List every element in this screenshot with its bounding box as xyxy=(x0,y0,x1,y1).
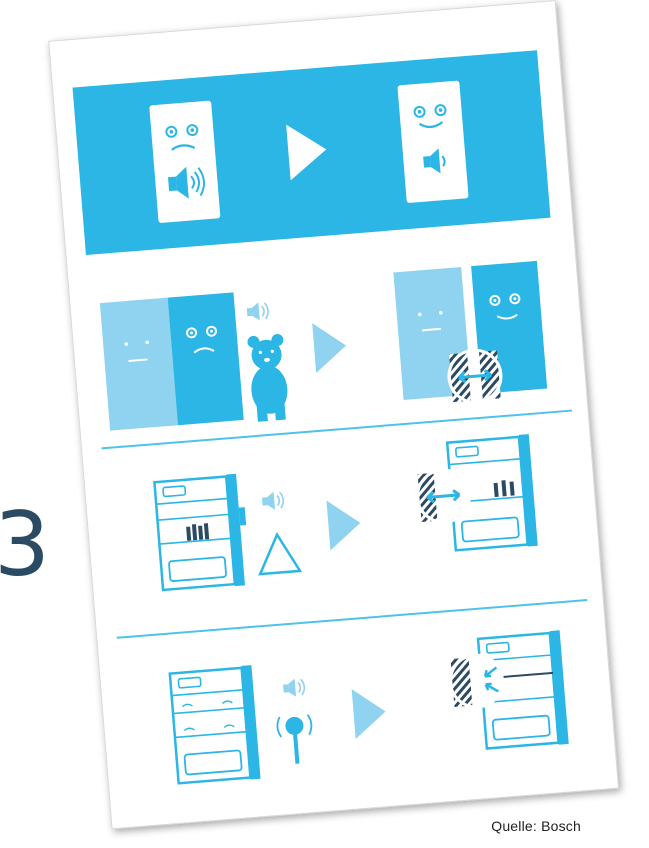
happy-fridge-icon xyxy=(397,81,468,204)
partial-letter: 3 xyxy=(0,493,50,596)
source-caption: Quelle: Bosch xyxy=(491,818,581,834)
poster-card xyxy=(49,1,619,829)
fridges-touching-icon xyxy=(100,292,244,430)
sad-fridge-icon xyxy=(149,101,220,224)
